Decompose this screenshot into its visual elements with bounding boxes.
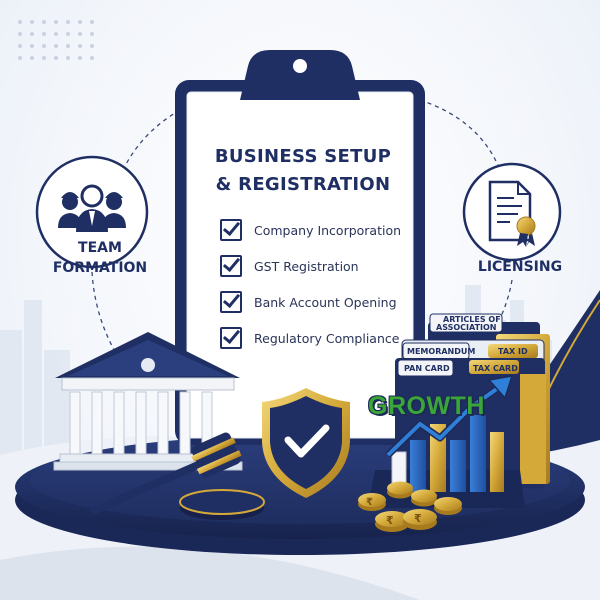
tab-tax-card: TAX CARD <box>473 364 518 373</box>
tab-articles-line2: ASSOCIATION <box>436 323 497 332</box>
coin-symbol-1: ₹ <box>366 497 373 508</box>
bank-building-icon <box>53 332 243 471</box>
checklist-item: Bank Account Opening <box>220 284 420 320</box>
coin-symbol-2: ₹ <box>386 514 394 527</box>
team-label-line2: FORMATION <box>52 260 148 276</box>
clipboard-title-line1: BUSINESS SETUP <box>214 146 392 167</box>
dashed-arc-right <box>419 99 501 171</box>
tab-articles-line1: ARTICLES OF <box>443 315 501 324</box>
checkbox-checked-icon <box>220 255 242 277</box>
checklist: Company Incorporation GST Registration B… <box>220 212 420 356</box>
team-icon <box>35 155 149 269</box>
clipboard-clip <box>240 50 360 100</box>
gavel-icon <box>91 432 265 520</box>
growth-bar-chart <box>368 375 525 508</box>
checklist-item-label: Regulatory Compliance <box>254 330 400 346</box>
checkbox-checked-icon <box>220 219 242 241</box>
dot-grid-top-left <box>18 20 94 60</box>
clipboard <box>175 50 425 445</box>
team-formation-label: TEAM FORMATION <box>40 238 160 278</box>
certificate-icon <box>462 162 562 262</box>
navy-swoosh <box>470 290 600 480</box>
checkbox-checked-icon <box>220 327 242 349</box>
team-label-line1: TEAM <box>78 240 122 256</box>
clipboard-title: BUSINESS SETUP & REGISTRATION <box>198 143 408 199</box>
checklist-item-label: Company Incorporation <box>254 222 402 238</box>
coin-symbol-3: ₹ <box>414 512 422 525</box>
checklist-item: Regulatory Compliance <box>220 320 420 356</box>
checklist-item: Company Incorporation <box>220 212 420 248</box>
tab-pan-card: PAN CARD <box>404 364 450 373</box>
tab-memorandum: MEMORANDUM <box>407 347 475 356</box>
shield-check-icon <box>262 388 350 498</box>
licensing-label: LICENSING <box>477 259 563 275</box>
checkbox-checked-icon <box>220 291 242 313</box>
checklist-item-label: Bank Account Opening <box>254 294 397 310</box>
clipboard-title-line2: & REGISTRATION <box>215 174 391 195</box>
tab-tax-id: TAX ID <box>498 347 528 356</box>
rupee-coins <box>358 481 462 532</box>
checklist-item-label: GST Registration <box>254 258 359 274</box>
growth-label: GROWTH <box>368 392 485 420</box>
checklist-item: GST Registration <box>220 248 420 284</box>
